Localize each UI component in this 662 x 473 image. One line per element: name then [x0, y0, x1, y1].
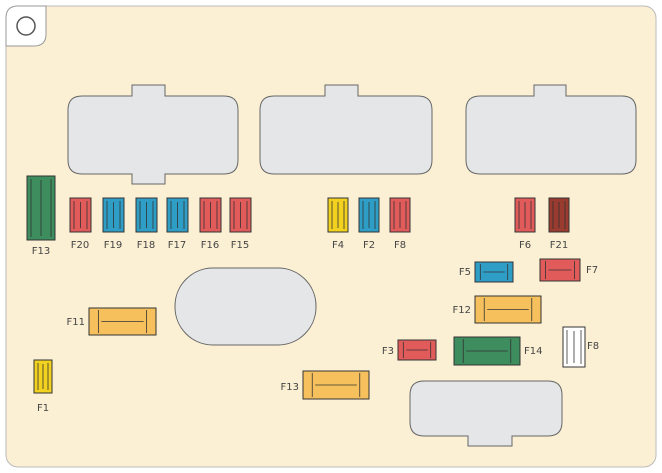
fuse-label: F7: [586, 265, 598, 276]
fuse-f6-red: F6: [514, 197, 536, 251]
fuse-label: F13: [32, 246, 50, 257]
fuse-f20-red: F20: [69, 197, 92, 251]
fuse-label: F17: [168, 240, 186, 251]
fuse-label: F2: [363, 240, 375, 251]
fuse-f21-brown: F21: [548, 197, 570, 251]
fuse-f17-blue: F17: [166, 197, 189, 251]
fuse-label: F5: [459, 267, 471, 278]
connector-housing-center: [259, 84, 433, 175]
connector-housing-right: [465, 84, 637, 175]
fuse-label: F19: [104, 240, 122, 251]
fuse-f2-blue: F2: [358, 197, 380, 251]
fuse-f3-red: F3: [382, 339, 437, 361]
connector-oval-center: [174, 267, 317, 346]
fuse-f18-blue: F18: [135, 197, 158, 251]
fuse-f11-orange: F11: [67, 307, 157, 336]
fuse-label: F4: [332, 240, 344, 251]
fuse-f8-white: F8: [562, 326, 599, 368]
fuse-label: F11: [67, 317, 85, 328]
fuse-f8-red: F8: [389, 197, 411, 251]
fuse-label: F18: [137, 240, 155, 251]
fuse-label: F1: [37, 403, 49, 414]
fuse-f13-green: F13: [26, 175, 56, 257]
fuse-label: F14: [524, 346, 542, 357]
fuse-label: F8: [587, 341, 599, 352]
fuse-f12-orange: F12: [453, 295, 542, 324]
fuse-label: F6: [519, 240, 531, 251]
fuse-label: F16: [201, 240, 219, 251]
fuse-label: F13: [281, 382, 299, 393]
fuse-label: F12: [453, 305, 471, 316]
fuse-f4-yellow: F4: [327, 197, 349, 251]
fuse-f19-blue: F19: [102, 197, 125, 251]
fuse-label: F20: [71, 240, 89, 251]
mounting-hole-icon: [5, 5, 47, 47]
fuse-label: F3: [382, 346, 394, 357]
connector-housing-bottom: [409, 380, 563, 447]
fuse-f1-yellow: F1: [33, 359, 53, 414]
fuse-f7-red: F7: [539, 258, 598, 282]
connector-housing-left: [67, 84, 239, 185]
fuse-label: F21: [550, 240, 568, 251]
fuse-f13-orange: F13: [281, 370, 370, 400]
fuse-f15-red: F15: [229, 197, 252, 251]
fuse-f5-blue: F5: [459, 261, 514, 283]
fuse-label: F8: [394, 240, 406, 251]
fuse-label: F15: [231, 240, 249, 251]
fuse-f14-green: F14: [453, 336, 542, 366]
fuse-f16-red: F16: [199, 197, 222, 251]
